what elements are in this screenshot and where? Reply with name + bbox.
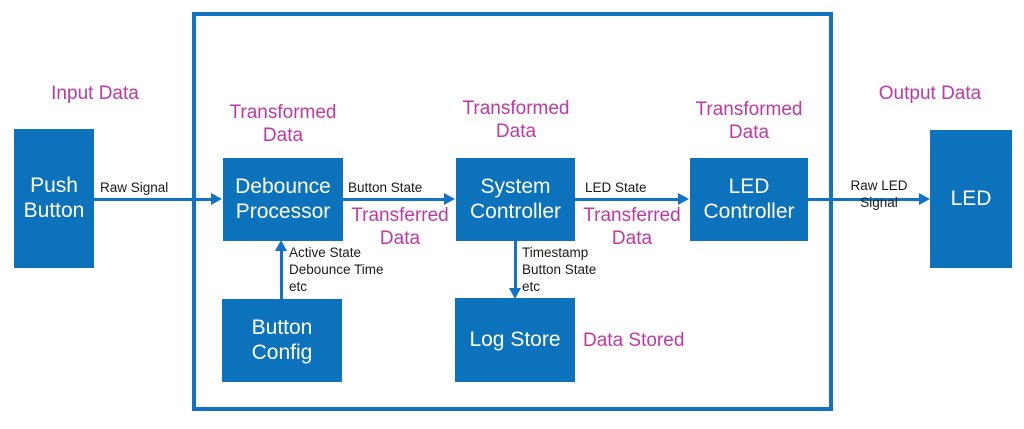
connector-button-config — [280, 250, 283, 300]
annotation-input-data: Input Data — [51, 83, 139, 104]
node-button-config-line2: Config — [251, 340, 313, 364]
node-log-store-line1: Log Store — [469, 327, 561, 351]
label-raw-signal: Raw Signal — [100, 180, 169, 195]
annotation-output-data: Output Data — [878, 83, 982, 104]
connector-log-store — [514, 240, 517, 290]
label-led-state: LED State — [585, 180, 647, 195]
arrowhead-raw-led-signal — [919, 193, 930, 205]
annotation-transferred-data-2: Transferred Data — [583, 205, 681, 249]
connector-led-state — [575, 198, 679, 201]
annotation-transformed-data-led: Transformed Data — [695, 99, 803, 143]
connector-button-state — [343, 198, 445, 201]
annotation-data-stored: Data Stored — [583, 330, 685, 351]
node-push-button[interactable]: Push Button — [14, 129, 94, 268]
node-led-controller-line1: LED — [728, 174, 770, 198]
label-button-state: Button State — [348, 180, 423, 195]
arrowhead-log-store — [509, 288, 521, 299]
node-system-controller-line1: System — [480, 174, 551, 198]
annotation-transformed-data-debounce: Transformed Data — [229, 102, 337, 146]
connector-raw-signal — [94, 198, 212, 201]
node-system-controller[interactable]: System Controller — [456, 158, 575, 241]
label-log-fields: Timestamp Button State etc — [522, 245, 597, 294]
arrowhead-button-state — [444, 193, 455, 205]
node-button-config[interactable]: Button Config — [222, 299, 342, 382]
arrowhead-raw-signal — [211, 193, 222, 205]
node-led-line1: LED — [950, 186, 992, 210]
node-system-controller-line2: Controller — [469, 199, 562, 223]
node-push-button-line2: Button — [23, 198, 85, 222]
label-raw-led-signal: Raw LED Signal — [850, 178, 908, 210]
node-button-config-line1: Button — [251, 315, 313, 339]
node-debounce-processor-line1: Debounce — [235, 174, 331, 198]
annotation-transformed-data-controller: Transformed Data — [462, 98, 570, 142]
node-log-store[interactable]: Log Store — [455, 298, 575, 382]
connector-raw-led-signal — [808, 198, 920, 201]
node-debounce-processor-line2: Processor — [235, 199, 331, 223]
node-led-controller[interactable]: LED Controller — [690, 158, 808, 241]
node-debounce-processor[interactable]: Debounce Processor — [223, 158, 343, 241]
node-led[interactable]: LED — [930, 130, 1012, 268]
node-led-controller-line2: Controller — [703, 199, 795, 223]
system-boundary-rectangle — [192, 12, 833, 411]
arrowhead-led-state — [678, 193, 689, 205]
node-push-button-line1: Push — [30, 173, 78, 197]
label-config-fields: Active State Debounce Time etc — [289, 245, 384, 294]
arrowhead-button-config — [275, 240, 287, 251]
annotation-transferred-data-1: Transferred Data — [351, 205, 449, 249]
